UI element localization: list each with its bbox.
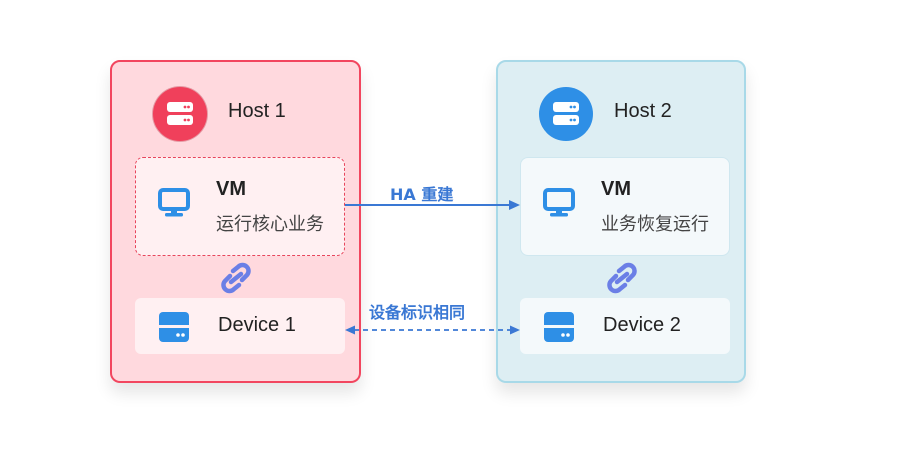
link-icon	[221, 262, 251, 294]
server-icon	[167, 102, 193, 125]
host-2-vm-card: VM 业务恢复运行	[520, 157, 730, 256]
link-icon	[607, 262, 637, 294]
ha-rebuild-label: HA 重建	[390, 185, 454, 204]
host-1-vm-name: VM	[216, 178, 246, 200]
host-1-panel: Host 1 VM 运行核心业务 Device 1	[110, 60, 361, 383]
host-2-device-card: Device 2	[520, 298, 730, 354]
device-id-same-label: 设备标识相同	[369, 303, 466, 322]
ha-rebuild-arrowhead	[509, 200, 520, 210]
device-id-arrowhead-right	[510, 325, 520, 335]
storage-device-icon	[544, 312, 574, 342]
device-id-arrowhead-left	[345, 325, 355, 335]
host-2-panel: Host 2 VM 业务恢复运行 Device 2	[496, 60, 746, 383]
host-1-vm-card: VM 运行核心业务	[135, 157, 345, 256]
monitor-icon	[543, 188, 575, 217]
host-1-vm-description: 运行核心业务	[216, 214, 324, 235]
host-1-device-card: Device 1	[135, 298, 345, 354]
host-2-vm-description: 业务恢复运行	[601, 214, 709, 235]
storage-device-icon	[159, 312, 189, 342]
host-2-badge	[539, 87, 593, 141]
host-1-device-name: Device 1	[218, 314, 296, 336]
host-2-title: Host 2	[614, 100, 672, 122]
host-2-device-name: Device 2	[603, 314, 681, 336]
host-1-badge	[153, 87, 207, 141]
monitor-icon	[158, 188, 190, 217]
server-icon	[553, 102, 579, 125]
host-1-title: Host 1	[228, 100, 286, 122]
host-2-vm-name: VM	[601, 178, 631, 200]
